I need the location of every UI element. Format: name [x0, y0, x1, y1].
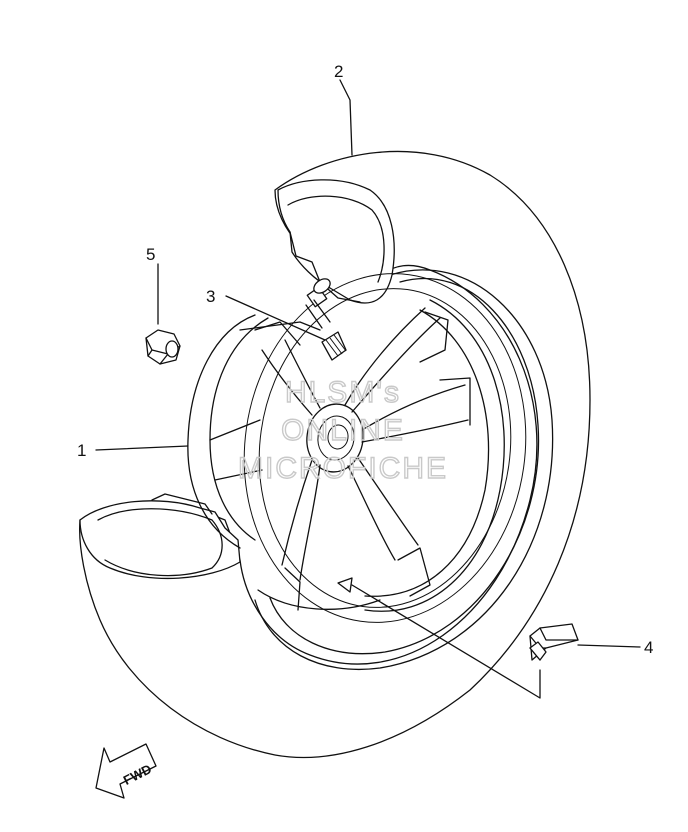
- callout-3: 3: [206, 287, 215, 306]
- wheel: [187, 273, 527, 623]
- callout-4: 4: [644, 638, 653, 657]
- watermark-line-2: ONLINE: [281, 414, 405, 447]
- forward-direction-arrow: FWD: [95, 743, 157, 799]
- valve-cap: [321, 331, 347, 361]
- watermark-line-3: MICROFICHE: [238, 452, 448, 485]
- leader-lines: [95, 79, 641, 699]
- valve: [305, 278, 347, 361]
- tire: [79, 150, 591, 759]
- leader-line-4: [577, 644, 641, 648]
- leader-line-1: [95, 445, 189, 451]
- watermark-line-1: HLSM's: [285, 376, 401, 409]
- leader-line-2: [339, 79, 353, 156]
- leader-line-3: [225, 295, 326, 341]
- watermark: HLSM's ONLINE MICROFICHE: [237, 375, 448, 485]
- balance-weight: [529, 623, 579, 661]
- nut: [145, 329, 181, 365]
- leader-line-4-bracket: [351, 584, 541, 699]
- callout-1: 1: [77, 441, 86, 460]
- callout-5: 5: [146, 245, 155, 264]
- callout-2: 2: [334, 62, 343, 81]
